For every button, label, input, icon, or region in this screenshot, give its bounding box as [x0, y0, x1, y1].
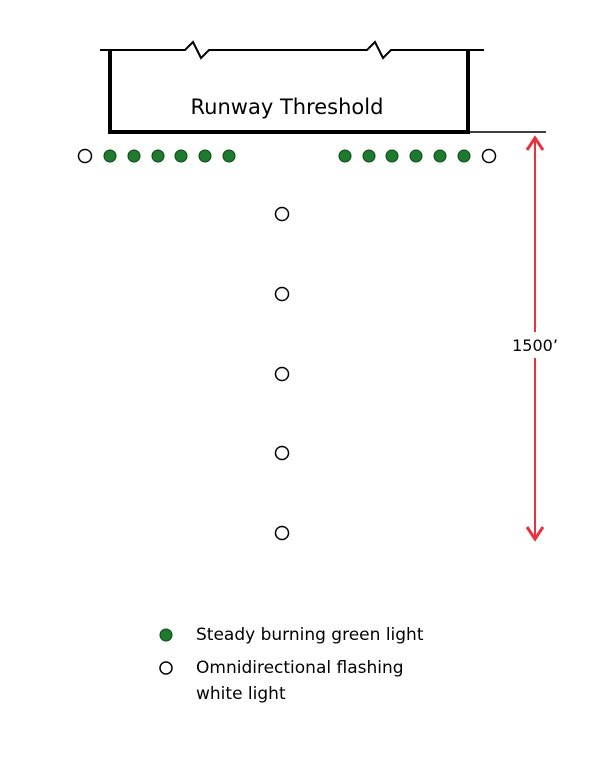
threshold-green-light	[174, 149, 188, 163]
legend-white-light-icon	[159, 661, 173, 675]
threshold-green-light	[409, 149, 423, 163]
threshold-green-light	[127, 149, 141, 163]
legend-white-text-line2: white light	[196, 684, 286, 704]
distance-label: 1500’	[512, 336, 558, 355]
centerline-flashing-light	[274, 445, 290, 461]
legend-green-text: Steady burning green light	[196, 625, 424, 645]
threshold-white-light-left	[77, 148, 93, 164]
threshold-green-light	[198, 149, 212, 163]
threshold-green-light	[151, 149, 165, 163]
centerline-flashing-light	[274, 525, 290, 541]
threshold-green-light	[103, 149, 117, 163]
legend-green-light-icon	[159, 628, 173, 642]
threshold-light-bar	[77, 148, 497, 164]
distance-label-bg	[505, 332, 567, 358]
threshold-green-light	[457, 149, 471, 163]
runway-top-edge	[100, 40, 484, 60]
threshold-white-light-right	[481, 148, 497, 164]
threshold-green-light	[385, 149, 399, 163]
centerline-light-row	[274, 206, 290, 541]
threshold-green-light	[222, 149, 236, 163]
runway-threshold-label: Runway Threshold	[191, 95, 384, 119]
centerline-flashing-light	[274, 366, 290, 382]
legend-white-text-line1: Omnidirectional flashing	[196, 658, 404, 678]
threshold-green-light	[338, 149, 352, 163]
centerline-flashing-light	[274, 286, 290, 302]
centerline-flashing-light	[274, 206, 290, 222]
threshold-green-light	[362, 149, 376, 163]
threshold-green-light	[433, 149, 447, 163]
